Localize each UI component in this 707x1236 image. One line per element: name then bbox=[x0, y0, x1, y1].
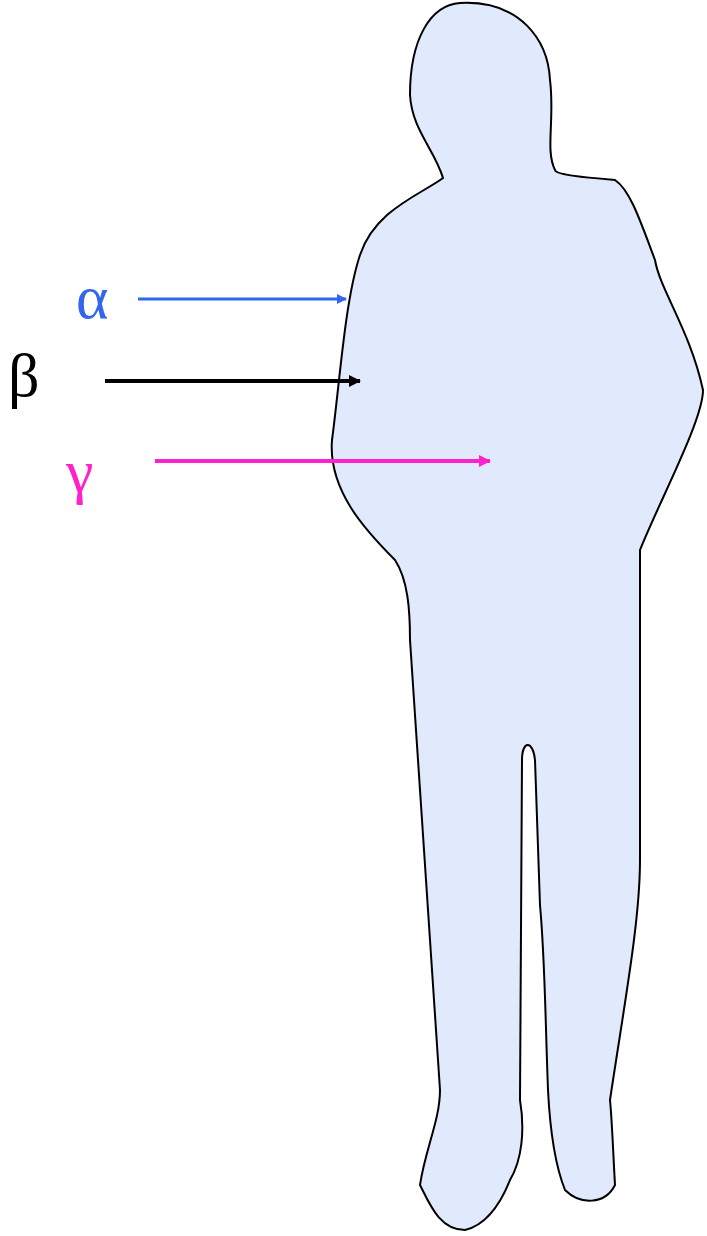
beta-label: β bbox=[8, 344, 40, 406]
alpha-arrow bbox=[138, 298, 346, 301]
body-silhouette bbox=[332, 3, 703, 1230]
gamma-label: γ bbox=[66, 440, 93, 502]
beta-arrow bbox=[105, 379, 360, 383]
alpha-label: α bbox=[76, 266, 108, 328]
gamma-arrow bbox=[155, 459, 490, 463]
